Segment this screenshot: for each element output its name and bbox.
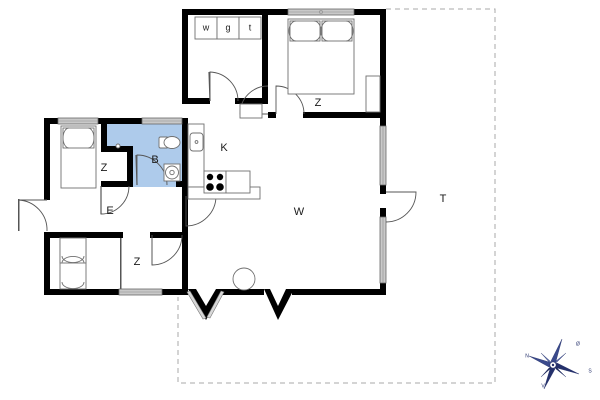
label-bathroom: B [151,154,158,166]
furniture-single-bed-left [60,125,97,189]
wall-bathroom-right [182,118,188,187]
wall-living-right-mid-a [380,185,386,194]
furniture [59,16,381,291]
wall-living-right-top [380,118,386,126]
wall-utility-bedroom-divider [262,9,268,104]
fixture-shower-drain [115,143,121,149]
wall-utility-left-exterior [182,9,188,104]
property-boundary [177,8,496,384]
door-terrace [385,191,417,223]
walls [44,9,386,320]
wall-bay-right-v [264,289,294,320]
label-bedroom-bottom-left: Z [134,256,141,268]
wall-bathroom-bottom-left [101,181,133,187]
fixture-kitchen-sink [189,132,204,152]
wall-bedroomleft-bathroom-upper [101,118,107,152]
window-bay-left [186,290,225,320]
wall-top-exterior [182,9,386,15]
door-utility [208,71,239,102]
compass-label-north: N [525,353,529,359]
label-kitchen: K [220,142,228,154]
wall-bathroom-notch-horizontal [101,146,133,152]
wall-utility-bottom-left [182,98,210,104]
label-appliance-dryer: g [225,22,230,32]
door-entry-living [185,195,217,227]
fixture-washing-machine [163,163,181,182]
wall-living-bottom-mid [222,289,264,295]
furniture-hall-nook [239,103,263,119]
wall-topbedroom-bottom-right [303,112,386,118]
wall-top-right-exterior [380,9,386,118]
wall-bedroom-internal-divider [120,238,122,289]
label-bedroom-left: Z [101,162,108,174]
door-entrance-main [17,199,48,232]
wall-left-exterior-lower [44,232,50,295]
wall-bottombedroom-top-left [44,232,123,238]
wall-utility-bottom-right [235,98,268,104]
compass-rose: N Ø S V [525,338,592,389]
wall-living-left [182,199,188,295]
fixture-stove [203,170,251,194]
wall-bathroom-notch-vertical [127,146,133,187]
wall-entry-stub [182,187,188,199]
label-entry: E [106,205,113,217]
windows [57,8,387,320]
compass-label-east: Ø [576,341,580,347]
furniture-double-bed [287,18,355,95]
furniture-utility-appliances [194,16,262,40]
compass-label-south: S [588,368,592,374]
label-appliance-tumbler: t [249,22,252,32]
label-bedroom-top-right: Z [315,97,322,109]
wall-topbedroom-bottom-left [268,112,276,118]
wall-living-bottom-right [292,289,386,295]
furniture-closet-top-bedroom [365,75,381,113]
door-bedroom-bottom [151,234,183,266]
furniture-bunk-beds [59,237,87,290]
compass-label-west: V [541,383,545,389]
label-appliance-washer: w [202,22,210,32]
label-living: W [294,206,305,218]
utility-labels: w g t [202,22,252,32]
fixture-toilet [158,136,181,149]
label-terrace: T [440,193,447,205]
furniture-round-table [232,267,256,291]
wall-living-right-mid-b [380,208,386,217]
wall-bottombedroom-top-right [150,232,188,238]
room-labels: Z Z B K E Z W T [101,97,447,268]
wall-leftwing-bottom [44,289,182,295]
wall-bay-left-v [188,289,224,320]
door-bedroom-left [100,185,130,215]
wall-left-exterior-upper [44,118,50,200]
